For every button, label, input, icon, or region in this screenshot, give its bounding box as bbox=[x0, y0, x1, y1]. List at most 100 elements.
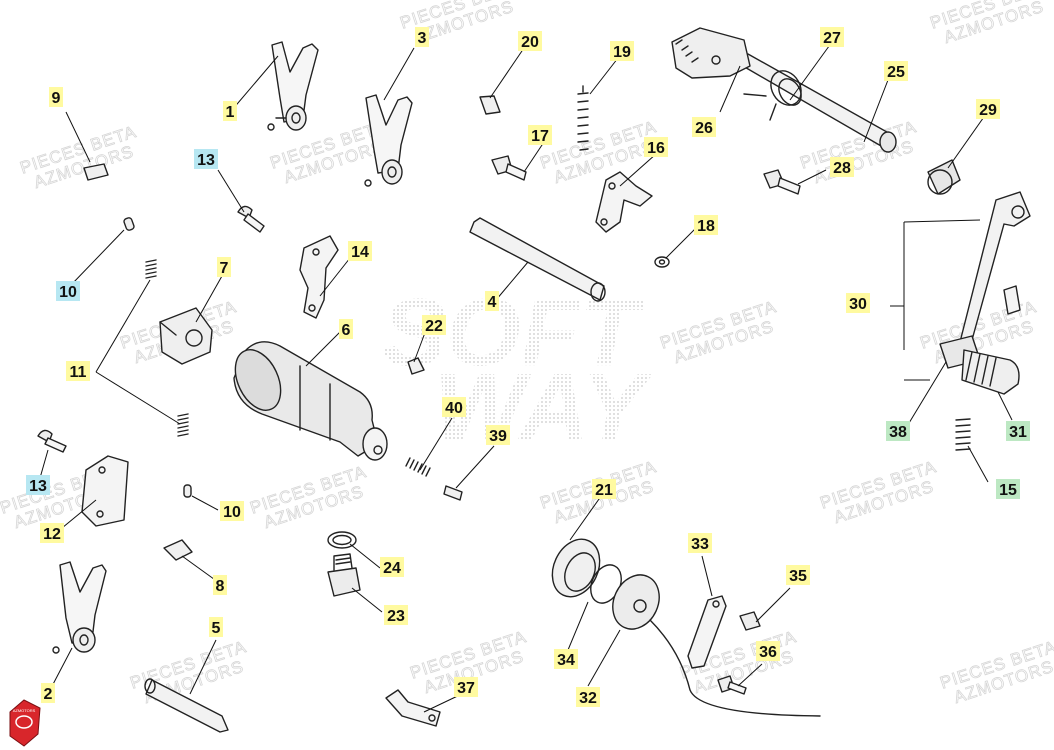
callout-number: 2 bbox=[44, 686, 53, 703]
callout-number: 14 bbox=[351, 244, 369, 261]
callout-bg bbox=[820, 27, 844, 47]
callout-13: 13 bbox=[194, 149, 218, 169]
callout-bg bbox=[485, 291, 499, 311]
part-37-clip bbox=[385, 689, 441, 727]
callout-bg bbox=[213, 575, 227, 595]
callout-number: 5 bbox=[212, 620, 221, 637]
callout-bg bbox=[220, 501, 244, 521]
callout-number: 12 bbox=[43, 526, 61, 543]
part-29-bushing bbox=[927, 159, 961, 195]
callout-37: 37 bbox=[454, 677, 478, 697]
callout-23: 23 bbox=[384, 605, 408, 625]
part-10-pin-top bbox=[123, 217, 135, 231]
callout-number: 15 bbox=[999, 482, 1017, 499]
callout-6: 6 bbox=[339, 319, 353, 339]
callout-number: 27 bbox=[823, 30, 841, 47]
callout-11: 11 bbox=[66, 361, 90, 381]
callout-38: 38 bbox=[886, 421, 910, 441]
callout-bg bbox=[830, 157, 854, 177]
callout-18: 18 bbox=[694, 215, 718, 235]
callout-29: 29 bbox=[976, 99, 1000, 119]
part-13-screw-bottom bbox=[37, 429, 67, 453]
callout-28: 28 bbox=[830, 157, 854, 177]
callout-bg bbox=[786, 565, 810, 585]
callout-bg bbox=[486, 425, 510, 445]
callout-9: 9 bbox=[49, 87, 63, 107]
part-35-screw bbox=[739, 611, 761, 631]
part-15-spring bbox=[955, 418, 971, 451]
callout-4: 4 bbox=[485, 291, 499, 311]
callout-number: 10 bbox=[59, 284, 77, 301]
callout-39: 39 bbox=[486, 425, 510, 445]
callout-5: 5 bbox=[209, 617, 223, 637]
callout-12: 12 bbox=[40, 523, 64, 543]
callout-13: 13 bbox=[26, 475, 50, 495]
callout-number: 7 bbox=[220, 260, 229, 277]
callout-20: 20 bbox=[518, 31, 542, 51]
callout-bg bbox=[380, 557, 404, 577]
callout-bg bbox=[528, 125, 552, 145]
callout-number: 20 bbox=[521, 34, 539, 51]
callout-number: 4 bbox=[488, 294, 497, 311]
part-34-rotor bbox=[551, 538, 601, 598]
callout-number: 37 bbox=[457, 680, 475, 697]
part-23-drain-plug bbox=[327, 553, 361, 597]
callout-bg bbox=[422, 315, 446, 335]
callout-16: 16 bbox=[644, 137, 668, 157]
part-26-shift-lever-plate bbox=[671, 27, 751, 79]
callout-15: 15 bbox=[996, 479, 1020, 499]
callout-bg bbox=[194, 149, 218, 169]
part-24-o-ring bbox=[327, 531, 357, 549]
callout-number: 10 bbox=[223, 504, 241, 521]
part-11-spring-bottom bbox=[177, 413, 189, 437]
callout-bg bbox=[996, 479, 1020, 499]
callout-bg bbox=[442, 397, 466, 417]
callout-number: 40 bbox=[445, 400, 463, 417]
callout-bg bbox=[756, 641, 780, 661]
callout-bg bbox=[884, 61, 908, 81]
callout-40: 40 bbox=[442, 397, 466, 417]
callout-bg bbox=[454, 677, 478, 697]
callout-bg bbox=[1006, 421, 1030, 441]
callout-bg bbox=[209, 617, 223, 637]
callout-22: 22 bbox=[422, 315, 446, 335]
callout-8: 8 bbox=[213, 575, 227, 595]
callout-number: 22 bbox=[425, 318, 443, 335]
callout-17: 17 bbox=[528, 125, 552, 145]
callout-number: 1 bbox=[226, 104, 235, 121]
part-16-bracket bbox=[595, 171, 653, 233]
callout-31: 31 bbox=[1006, 421, 1030, 441]
part-11-spring-top bbox=[145, 259, 157, 279]
callout-2: 2 bbox=[41, 683, 55, 703]
part-5-shaft bbox=[144, 678, 229, 733]
part-3-shift-fork bbox=[364, 94, 413, 187]
callout-bg bbox=[976, 99, 1000, 119]
callout-bg bbox=[339, 319, 353, 339]
callout-number: 19 bbox=[613, 44, 631, 61]
part-36-screw bbox=[717, 675, 747, 695]
callout-number: 13 bbox=[197, 152, 215, 169]
callout-number: 9 bbox=[52, 90, 61, 107]
callout-number: 8 bbox=[216, 578, 225, 595]
callout-25: 25 bbox=[884, 61, 908, 81]
part-25-shift-shaft bbox=[735, 53, 897, 153]
callout-bg bbox=[886, 421, 910, 441]
callout-7: 7 bbox=[217, 257, 231, 277]
callout-bg bbox=[518, 31, 542, 51]
part-40-spring bbox=[405, 457, 431, 477]
callout-bg bbox=[846, 293, 870, 313]
callout-number: 34 bbox=[557, 652, 575, 669]
callout-number: 26 bbox=[695, 120, 713, 137]
part-17-bolt bbox=[491, 155, 527, 181]
callout-bg bbox=[576, 687, 600, 707]
callout-number: 32 bbox=[579, 690, 597, 707]
callout-number: 17 bbox=[531, 128, 549, 145]
callout-bg bbox=[384, 605, 408, 625]
callout-bg bbox=[49, 87, 63, 107]
part-28-bolt bbox=[763, 169, 801, 195]
part-39-pin bbox=[443, 485, 463, 501]
